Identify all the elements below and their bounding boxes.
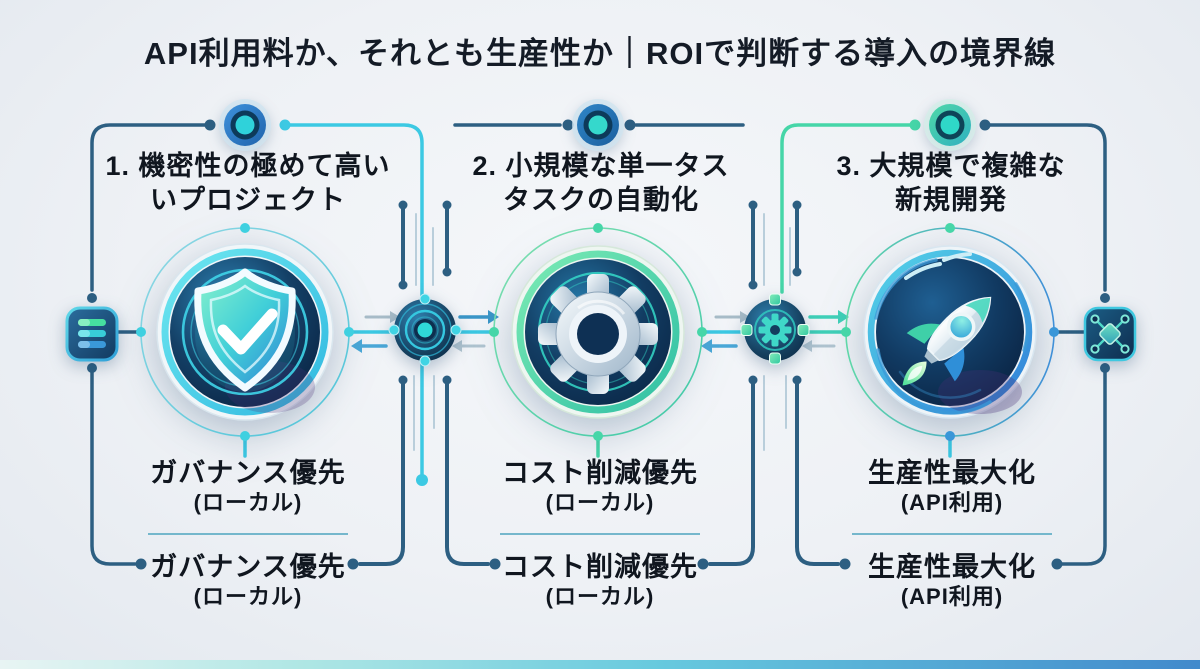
hub-gear-icon bbox=[740, 293, 810, 365]
outcome-sublabel: (ローカル) bbox=[193, 584, 303, 609]
outcome-label: 生産性最大化 bbox=[868, 552, 1036, 582]
page-title: API利用料か、それとも生産性か｜ROIで判断する導入の境界線 bbox=[143, 36, 1057, 71]
section-1-outcomes: ガバナンス優先 (ローカル) ガバナンス優先 (ローカル) bbox=[98, 458, 398, 610]
outcome-label: コスト削減優先 bbox=[502, 458, 698, 488]
section-2-heading: 2. 小規模な単一タス タスクの自動化 bbox=[420, 150, 782, 218]
timeline-node-1-icon bbox=[219, 99, 271, 151]
outcome-label: ガバナンス優先 bbox=[150, 458, 346, 488]
outcome-label: 生産性最大化 bbox=[868, 458, 1036, 488]
section-2-outcomes: コスト削減優先 (ローカル) コスト削減優先 (ローカル) bbox=[450, 458, 750, 610]
outcome-sublabel: (ローカル) bbox=[545, 584, 655, 609]
outcome-divider bbox=[852, 533, 1052, 535]
section-1-heading-line1: 1. 機密性の極めて高い bbox=[105, 151, 391, 181]
section-3-heading-line2: 新規開発 bbox=[895, 184, 1007, 215]
outcome-sublabel: (API利用) bbox=[900, 584, 1004, 609]
server-stack-icon bbox=[65, 306, 119, 362]
outcome-sublabel: (API利用) bbox=[900, 490, 1004, 515]
outcome-divider bbox=[500, 533, 700, 535]
bottom-accent-bar bbox=[0, 660, 1200, 669]
network-nodes-icon bbox=[1083, 306, 1137, 362]
shield-check-icon bbox=[136, 223, 354, 441]
section-3-heading-line1: 3. 大規模で複雑な bbox=[836, 151, 1066, 181]
timeline-node-2-icon bbox=[572, 99, 624, 151]
outcome-sublabel: (ローカル) bbox=[545, 490, 655, 515]
outcome-sublabel: (ローカル) bbox=[193, 490, 303, 515]
section-1-heading: 1. 機密性の極めて高い いプロジェクト bbox=[67, 150, 429, 218]
section-2-heading-line2: タスクの自動化 bbox=[503, 184, 699, 215]
section-1-heading-line2: いプロジェクト bbox=[150, 184, 346, 215]
outcome-label: ガバナンス優先 bbox=[150, 552, 346, 582]
outcome-label: コスト削減優先 bbox=[502, 552, 698, 582]
section-3-outcomes: 生産性最大化 (API利用) 生産性最大化 (API利用) bbox=[802, 458, 1102, 610]
hub-rings-icon bbox=[388, 293, 462, 367]
rocket-icon bbox=[841, 223, 1059, 441]
section-2-heading-line1: 2. 小規模な単一タス bbox=[472, 151, 730, 181]
gear-icon bbox=[489, 223, 707, 441]
outcome-divider bbox=[148, 533, 348, 535]
section-3-heading: 3. 大規模で複雑な 新規開発 bbox=[770, 150, 1132, 218]
timeline-node-3-icon bbox=[924, 99, 976, 151]
flow-arrows bbox=[351, 310, 849, 353]
